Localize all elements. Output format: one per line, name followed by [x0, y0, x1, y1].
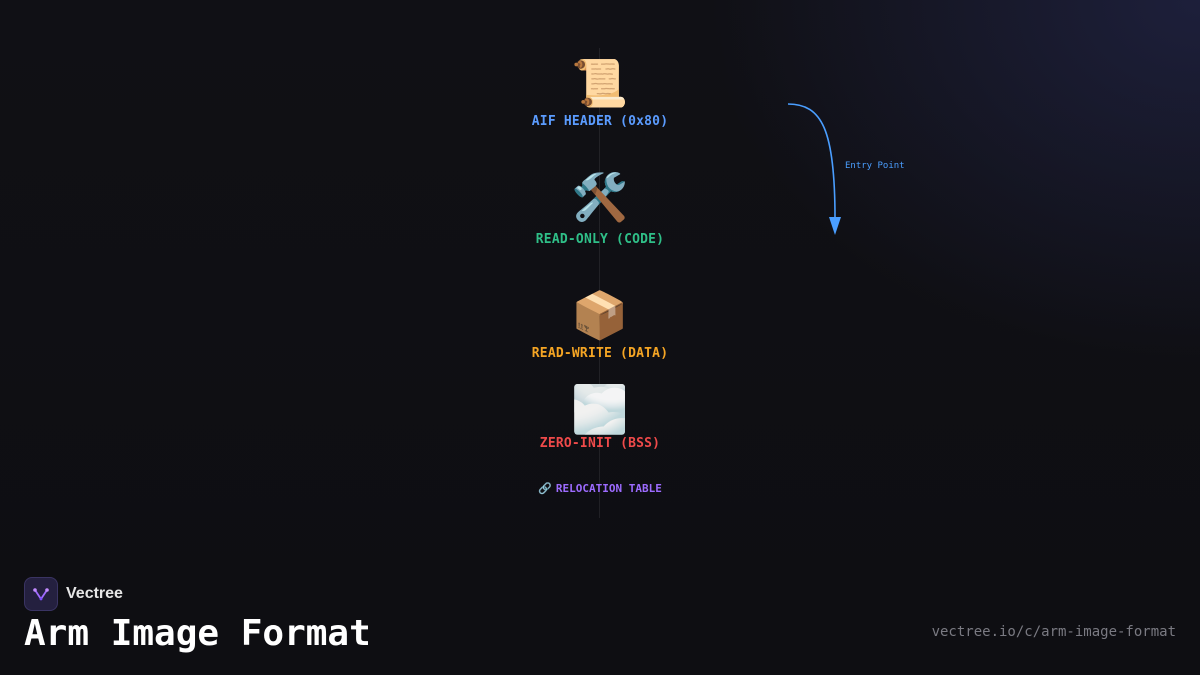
entry-point-label: Entry Point: [845, 161, 905, 171]
relocation-table-label: RELOCATION TABLE: [555, 482, 662, 495]
node-aif-header-label: AIF HEADER (0x80): [531, 114, 669, 129]
cloud-icon: 🌫️: [571, 382, 629, 436]
entry-point-arrowhead: [829, 217, 841, 235]
node-read-only: 🛠️ READ-ONLY (CODE): [450, 172, 750, 247]
entry-point-arrow: [787, 103, 841, 235]
source-url[interactable]: vectree.io/c/arm-image-format: [931, 624, 1176, 640]
page-title: Arm Image Format: [24, 613, 371, 654]
brand: Vectree: [24, 577, 123, 611]
brand-name: Vectree: [66, 585, 123, 602]
link-icon: 🔗: [538, 482, 552, 495]
node-read-write: 📦 READ-WRITE (DATA): [450, 290, 750, 361]
scroll-icon: 📜: [571, 56, 629, 110]
vectree-logo-icon: [24, 577, 58, 611]
hammer-wrench-icon: 🛠️: [571, 170, 629, 224]
node-relocation-table: 🔗RELOCATION TABLE: [450, 482, 750, 495]
node-zero-init-label: ZERO-INIT (BSS): [539, 436, 661, 451]
node-read-write-label: READ-WRITE (DATA): [531, 346, 669, 361]
entry-point-arrow-path: [787, 103, 836, 219]
node-zero-init: 🌫️ ZERO-INIT (BSS): [450, 384, 750, 451]
diagram-spine: [599, 48, 600, 518]
node-aif-header: 📜 AIF HEADER (0x80): [450, 58, 750, 129]
node-read-only-label: READ-ONLY (CODE): [535, 232, 665, 247]
package-icon: 📦: [571, 288, 629, 342]
